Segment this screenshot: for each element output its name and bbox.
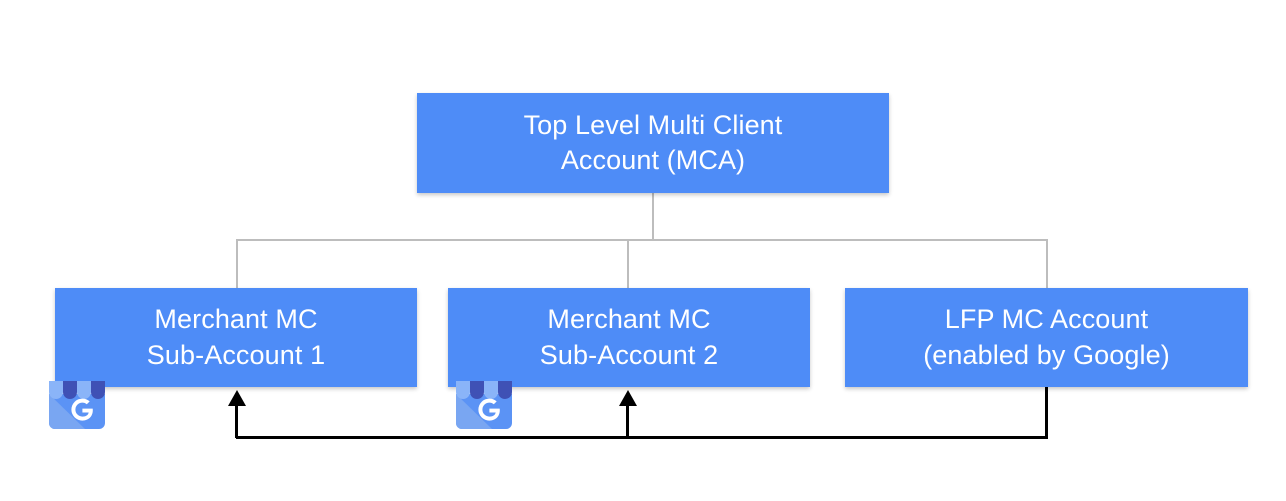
feed-connector-bus <box>236 436 1048 439</box>
tree-connector-stem <box>652 193 654 241</box>
tree-connector-drop-sub2 <box>627 239 629 289</box>
node-merchant-sub-account-1[interactable]: Merchant MC Sub-Account 1 <box>55 288 417 387</box>
feed-connector-riser-lfp <box>1045 387 1048 439</box>
node-lfp-mc-account[interactable]: LFP MC Account (enabled by Google) <box>845 288 1248 387</box>
node-merchant-sub-account-2[interactable]: Merchant MC Sub-Account 2 <box>448 288 810 387</box>
feed-connector-riser-sub1 <box>235 400 238 438</box>
node-top-level-mca[interactable]: Top Level Multi Client Account (MCA) <box>417 93 889 193</box>
node-label-mca: Top Level Multi Client Account (MCA) <box>523 109 783 175</box>
tree-connector-bus <box>236 239 1048 241</box>
node-label-sub1: Merchant MC Sub-Account 1 <box>146 304 326 370</box>
google-business-profile-icon <box>447 365 521 439</box>
feed-connector-riser-sub2 <box>626 400 629 438</box>
tree-connector-drop-lfp <box>1046 239 1048 289</box>
feed-arrowhead-sub2 <box>619 390 637 406</box>
google-business-profile-icon <box>40 365 114 439</box>
node-label-lfp: LFP MC Account (enabled by Google) <box>923 304 1170 370</box>
feed-arrowhead-sub1 <box>228 390 246 406</box>
node-label-sub2: Merchant MC Sub-Account 2 <box>539 304 719 370</box>
tree-connector-drop-sub1 <box>236 239 238 289</box>
